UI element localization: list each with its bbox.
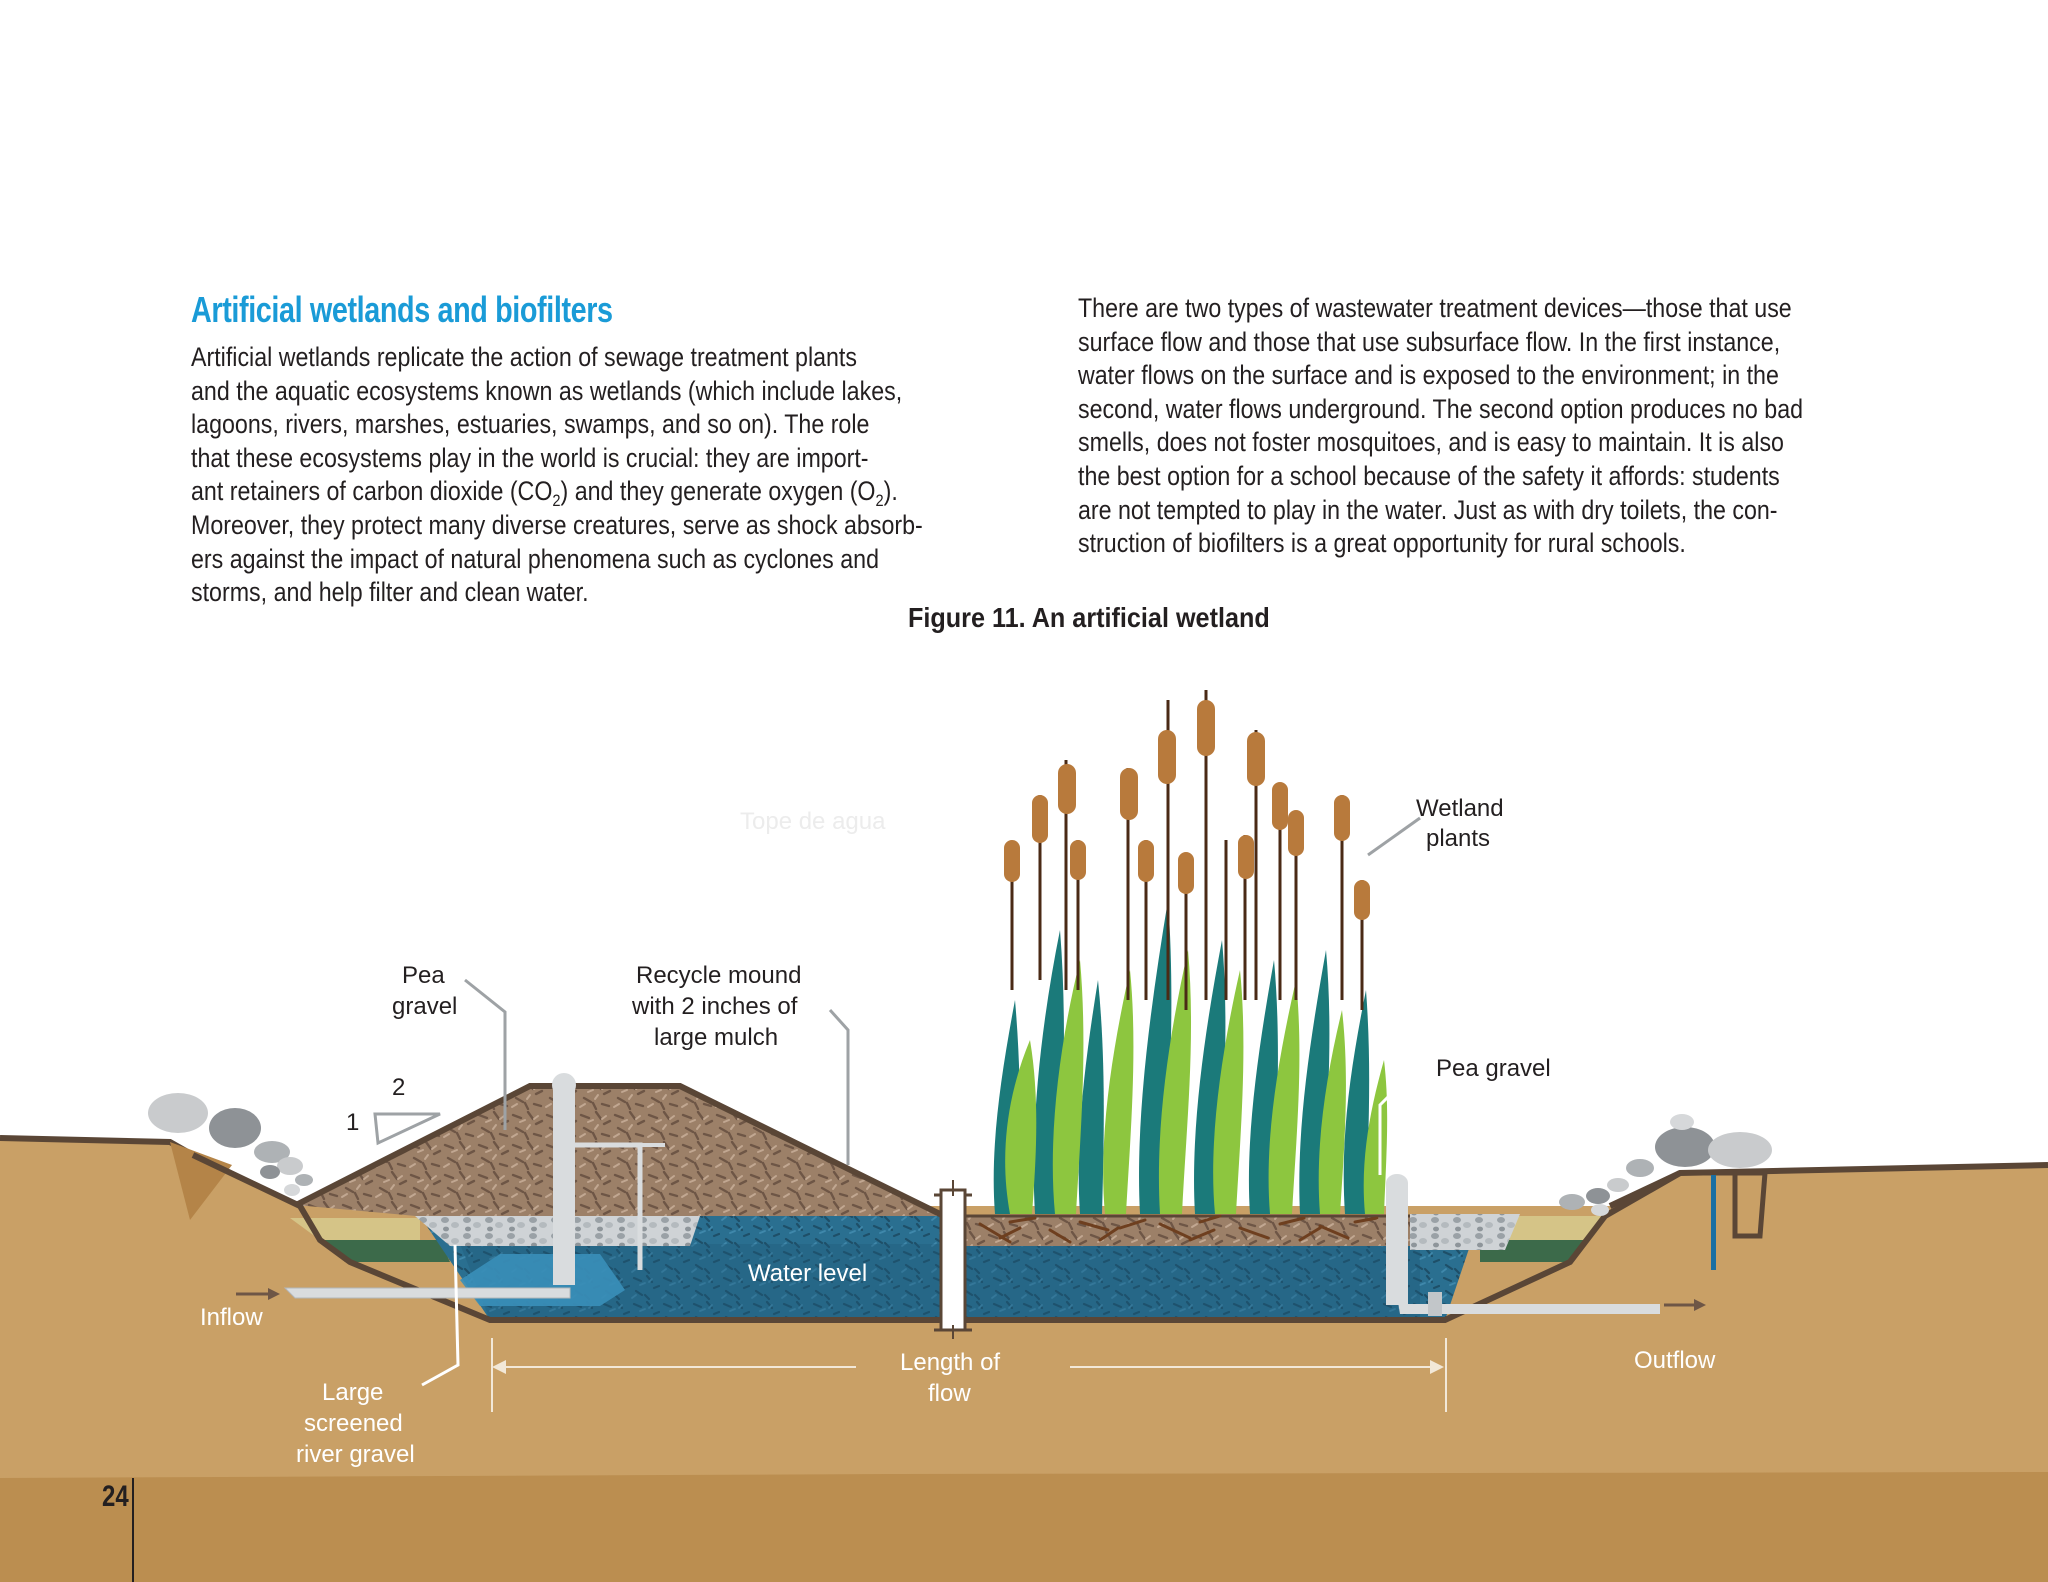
left-paragraph: Artificial wetlands replicate the action… xyxy=(191,341,923,610)
pea-gravel-left-label-1: Pea xyxy=(402,962,445,989)
wetland-bed xyxy=(965,1216,1410,1246)
slope-label-1: 1 xyxy=(346,1109,359,1136)
left-green-layer xyxy=(320,1240,450,1262)
left-line-4: that these ecosystems play in the world … xyxy=(191,442,869,473)
left-line-5-part-a: ant retainers of carbon dioxide (CO xyxy=(191,476,553,507)
left-vertical-pipe xyxy=(553,1085,575,1285)
right-line-1: There are two types of wastewater treatm… xyxy=(1078,293,1792,323)
section-heading: Artificial wetlands and biofilters xyxy=(191,289,613,330)
left-line-5-part-c: ). xyxy=(883,476,898,507)
left-line-5-part-b: ) and they generate oxygen (O xyxy=(560,476,876,507)
center-divider xyxy=(939,1188,967,1332)
outflow-arrowhead xyxy=(1694,1299,1706,1311)
recycle-mound-label-1: Recycle mound xyxy=(636,962,801,989)
left-line-7: ers against the impact of natural phenom… xyxy=(191,543,879,574)
pea-gravel-leader xyxy=(464,978,507,1130)
left-bank-wedge xyxy=(170,1142,232,1220)
right-standpipe xyxy=(1386,1183,1408,1305)
right-line-6: the best option for a school because of … xyxy=(1078,460,1780,491)
inflow-label: Inflow xyxy=(200,1304,263,1331)
recycle-mound-label-3: large mulch xyxy=(654,1024,778,1051)
outlet-level-pipe xyxy=(1711,1175,1716,1270)
left-line-2: and the aquatic ecosystems known as wetl… xyxy=(191,375,903,406)
wetland-plants-label-2: plants xyxy=(1426,825,1490,852)
length-dim-arrow-right xyxy=(1430,1360,1444,1374)
wetland-plants-leader xyxy=(1367,816,1421,857)
recycle-mound xyxy=(296,1086,944,1216)
page-number: 24 xyxy=(102,1480,129,1513)
right-gravel-bed xyxy=(1410,1214,1520,1250)
river-gravel-label-1: Large xyxy=(322,1379,383,1406)
pea-gravel-right-leader xyxy=(1378,1063,1422,1175)
wetland-plants xyxy=(978,690,1388,1244)
right-line-2: surface flow and those that use subsurfa… xyxy=(1078,326,1781,357)
river-gravel-label-2: screened xyxy=(304,1410,403,1437)
left-line-8: storms, and help filter and clean water. xyxy=(191,577,589,608)
right-line-3: water flows on the surface and is expose… xyxy=(1078,360,1779,391)
outlet-box xyxy=(1680,1170,1768,1239)
left-stones xyxy=(148,1093,313,1196)
figure-title: Figure 11. An artificial wetland xyxy=(908,602,1270,633)
right-line-5: smells, does not foster mosquitoes, and … xyxy=(1078,427,1784,458)
left-pipe-cap xyxy=(552,1073,576,1097)
basin-outline xyxy=(191,1152,1682,1323)
pea-gravel-right-label: Pea gravel xyxy=(1436,1055,1551,1082)
inflow-pipe xyxy=(283,1287,571,1299)
outflow-pipe xyxy=(1397,1296,1660,1314)
soil-lower-band xyxy=(0,1472,2048,1582)
length-of-flow-label-1: Length of xyxy=(900,1349,1000,1376)
right-standpipe-cap xyxy=(1386,1174,1408,1192)
length-of-flow-label-2: flow xyxy=(928,1380,971,1407)
wetland-plants-label-1: Wetland xyxy=(1416,795,1504,822)
left-line-3: lagoons, rivers, marshes, estuaries, swa… xyxy=(191,409,870,440)
right-paragraph: There are two types of wastewater treatm… xyxy=(1078,292,1803,561)
recycle-mound-outline xyxy=(294,1083,946,1219)
left-line-1: Artificial wetlands replicate the action… xyxy=(191,342,857,372)
outflow-label: Outflow xyxy=(1634,1347,1716,1374)
recycle-leader xyxy=(828,1008,850,1165)
left-line-5: ant retainers of carbon dioxide (CO2) an… xyxy=(191,475,923,509)
right-line-7: are not tempted to play in the water. Ju… xyxy=(1078,494,1778,525)
o2-subscript: 2 xyxy=(875,491,884,511)
inflow-arrowhead xyxy=(268,1288,280,1300)
left-sand-layer xyxy=(290,1218,420,1240)
co2-subscript: 2 xyxy=(552,491,561,511)
river-gravel-label-3: river gravel xyxy=(296,1441,415,1468)
right-line-4: second, water flows underground. The sec… xyxy=(1078,393,1804,424)
pea-gravel-left-label-2: gravel xyxy=(392,993,457,1020)
page-number-rule xyxy=(132,1478,134,1582)
recycle-mound-label-2: with 2 inches of xyxy=(631,993,798,1020)
left-line-6: Moreover, they protect many diverse crea… xyxy=(191,509,923,540)
ghost-water-top-label: Tope de agua xyxy=(740,808,886,835)
right-line-8: struction of biofilters is a great oppor… xyxy=(1078,528,1686,559)
slope-triangle xyxy=(373,1112,441,1146)
outflow-valve xyxy=(1428,1292,1442,1316)
length-dim-arrow-left xyxy=(492,1360,506,1374)
water-level-label: Water level xyxy=(748,1260,867,1287)
slope-label-2: 2 xyxy=(392,1074,405,1101)
wetland-diagram: 2 1 Tope de agua Wetland plants Pea grav… xyxy=(0,690,2048,1582)
right-stones xyxy=(1559,1114,1772,1216)
river-gravel-leader xyxy=(421,1244,460,1387)
divider-marks xyxy=(934,1193,972,1332)
